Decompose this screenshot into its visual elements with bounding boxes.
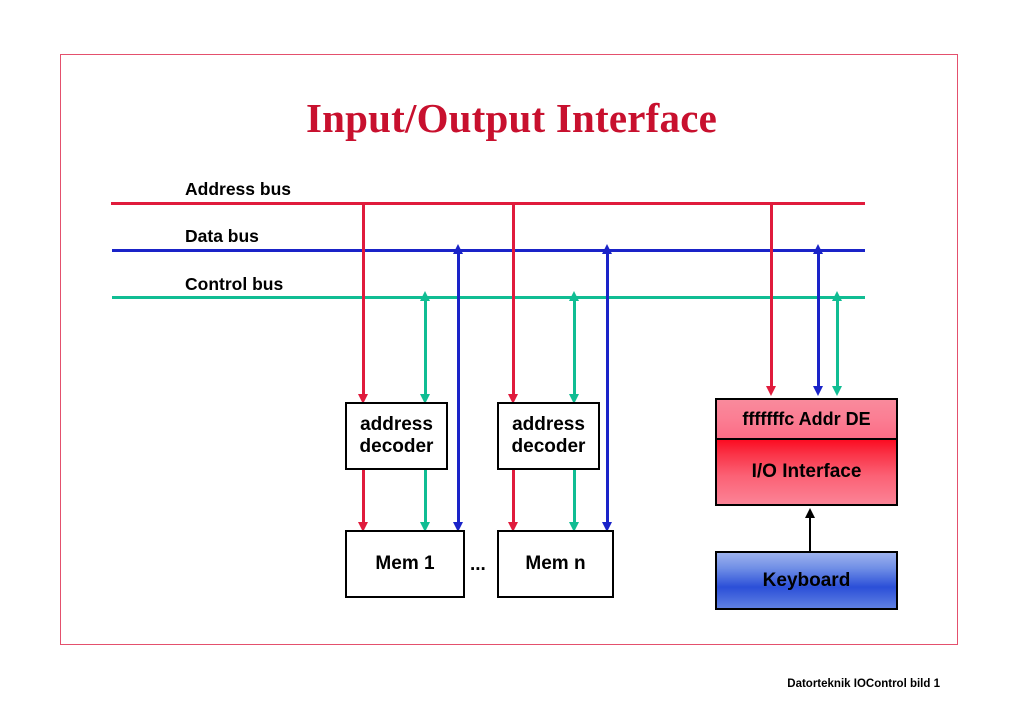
- arrowhead-control-down-decoder1: [419, 394, 430, 404]
- slide-border-frame: [60, 54, 958, 645]
- data-line-io: [817, 253, 820, 389]
- control-bus-label: Control bus: [185, 274, 284, 294]
- arrowhead-control-up-decoder2: [568, 291, 579, 301]
- keyboard-to-io-line: [809, 517, 811, 551]
- address-decoder-1-box: address decoder: [345, 402, 448, 470]
- control-bus-line: [112, 296, 865, 299]
- arrowhead-data-down-io: [812, 386, 823, 396]
- data-bus-label: Data bus: [185, 226, 259, 246]
- arrowhead-data-up-io: [812, 244, 823, 254]
- arrowhead-control-up-decoder1: [419, 291, 430, 301]
- io-interface-box: I/O Interface: [715, 440, 898, 506]
- mem-n-box: Mem n: [497, 530, 614, 598]
- arrowhead-control-up-io: [831, 291, 842, 301]
- decoder1-line2: decoder: [359, 436, 434, 457]
- mem1-label: Mem 1: [375, 552, 435, 574]
- decoder1-line1: address: [360, 413, 433, 435]
- mem-1-box: Mem 1: [345, 530, 465, 598]
- arrowhead-control-memn: [568, 522, 579, 532]
- arrowhead-address-decoder1: [357, 394, 368, 404]
- address-decoder-2-box: address decoder: [497, 402, 600, 470]
- control-line-decoder1: [424, 300, 427, 397]
- keyboard-box: Keyboard: [715, 551, 898, 610]
- arrowhead-address-memn: [507, 522, 518, 532]
- address-line-decoder1-mem1: [362, 468, 365, 525]
- decoder2-line1: address: [512, 413, 585, 435]
- memory-ellipsis: ...: [470, 554, 486, 575]
- data-line-memn: [606, 253, 609, 525]
- arrowhead-address-mem1: [357, 522, 368, 532]
- control-line-decoder2-memn: [573, 468, 576, 525]
- address-line-decoder1: [362, 203, 365, 397]
- address-line-io: [770, 203, 773, 389]
- control-line-decoder1-mem1: [424, 468, 427, 525]
- page-title: Input/Output Interface: [305, 95, 718, 141]
- arrowhead-control-mem1: [419, 522, 430, 532]
- address-line-decoder2: [512, 203, 515, 397]
- control-line-io: [836, 300, 839, 389]
- io-address-decode-box: fffffffc Addr DE: [715, 398, 898, 440]
- keyboard-label: Keyboard: [762, 569, 851, 591]
- io-interface-label: I/O Interface: [751, 461, 862, 482]
- memn-label: Mem n: [525, 552, 586, 574]
- decoder2-line2: decoder: [511, 436, 586, 457]
- arrowhead-address-decoder2: [507, 394, 518, 404]
- arrowhead-control-down-io: [831, 386, 842, 396]
- address-bus-label: Address bus: [185, 179, 291, 199]
- io-address-decode-label: fffffffc Addr DE: [742, 408, 871, 429]
- arrowhead-data-up-memn: [601, 244, 612, 254]
- control-line-decoder2: [573, 300, 576, 397]
- arrowhead-data-up-mem1: [452, 244, 463, 254]
- arrowhead-address-io: [765, 386, 776, 396]
- slide-footer: Datorteknik IOControl bild 1: [787, 678, 940, 690]
- arrowhead-data-down-memn: [601, 522, 612, 532]
- arrowhead-control-down-decoder2: [568, 394, 579, 404]
- data-line-mem1: [457, 253, 460, 525]
- address-line-decoder2-memn: [512, 468, 515, 525]
- arrowhead-data-down-mem1: [452, 522, 463, 532]
- arrowhead-keyboard-to-io: [804, 508, 815, 518]
- address-bus-line: [111, 202, 865, 205]
- data-bus-line: [112, 249, 865, 252]
